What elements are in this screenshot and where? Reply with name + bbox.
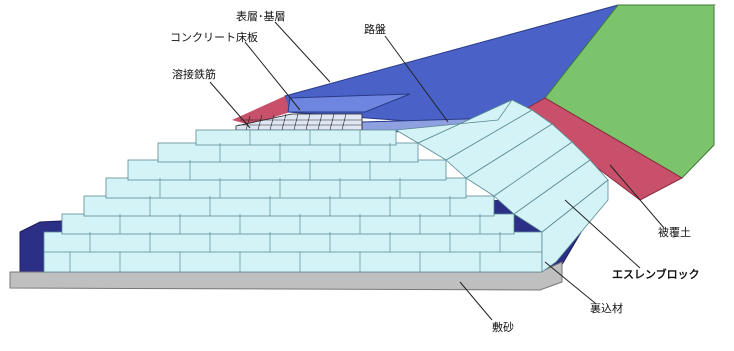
label-welded-rebar: 溶接鉄筋 bbox=[172, 68, 216, 81]
leader-lines bbox=[209, 21, 665, 321]
label-esl-block: エスレンブロック bbox=[612, 268, 700, 281]
block-tier-5 bbox=[127, 159, 447, 181]
label-bedding-sand: 敷砂 bbox=[492, 321, 514, 334]
esl-block-stack bbox=[43, 99, 609, 273]
label-surface-base-layer: 表層･基層 bbox=[236, 10, 286, 23]
rebar-mesh bbox=[235, 113, 363, 131]
block-joints bbox=[44, 130, 542, 272]
label-cover-soil: 被覆土 bbox=[658, 226, 691, 239]
side-wall-green bbox=[544, 4, 715, 179]
block-tier-6 bbox=[157, 142, 419, 163]
label-concrete-slab: コンクリート床板 bbox=[170, 31, 258, 44]
back-slope-left bbox=[232, 96, 290, 125]
block-tier-2 bbox=[61, 213, 515, 235]
label-backfill: 裏込材 bbox=[590, 302, 623, 315]
concrete-slab-top bbox=[287, 93, 411, 113]
block-tier-3 bbox=[83, 195, 495, 217]
label-roadbed: 路盤 bbox=[364, 23, 386, 36]
block-tier-7 bbox=[195, 129, 397, 146]
block-side-7 bbox=[394, 99, 514, 144]
